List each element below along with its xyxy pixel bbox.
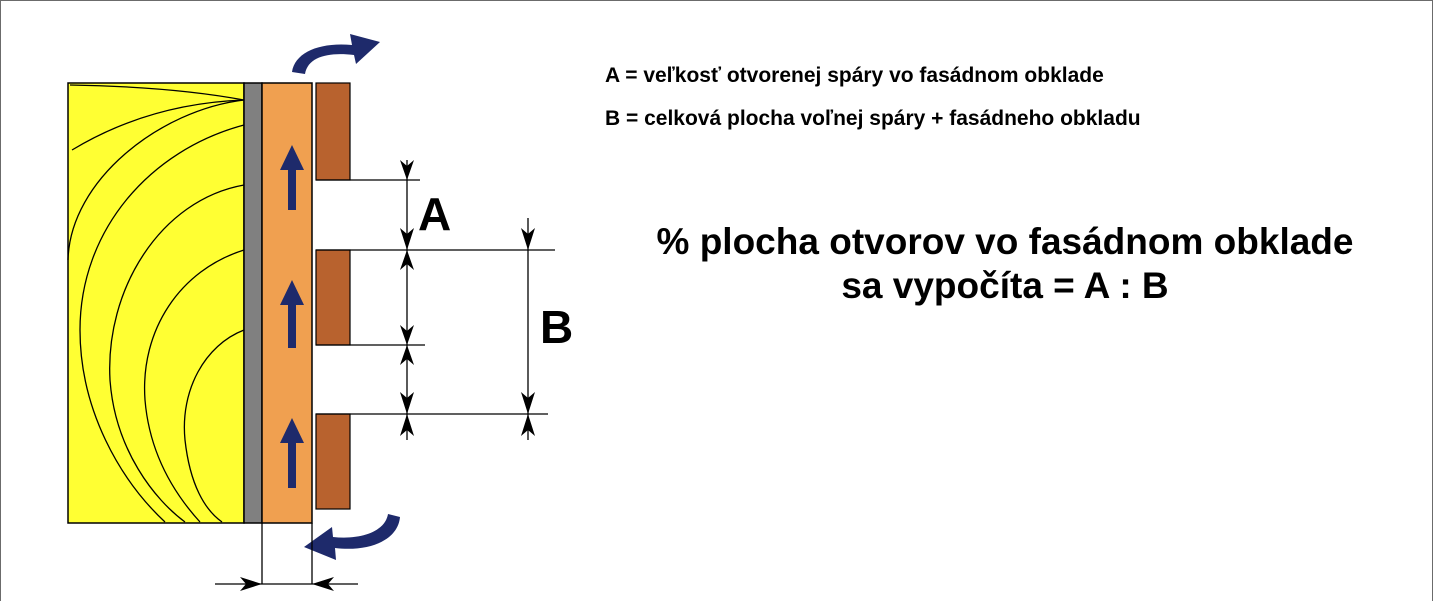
arrow-up-icon <box>280 418 304 488</box>
label-a: A <box>418 188 451 240</box>
formula-line-2: sa vypočíta = A : B <box>841 265 1169 306</box>
insulation-layer <box>67 82 245 524</box>
cladding-panel <box>315 82 351 181</box>
membrane-layer <box>243 82 263 524</box>
dimension-lines <box>215 160 555 585</box>
curved-arrow-out-icon <box>292 34 380 74</box>
label-b: B <box>540 301 573 353</box>
legend-b-definition: B = celková plocha voľnej spáry + fasádn… <box>605 107 1141 130</box>
gap-width-arrowheads <box>240 577 334 591</box>
dimension-arrowheads-b <box>521 228 535 436</box>
insulation-curves <box>67 84 245 523</box>
dimension-arrowheads-a <box>400 160 414 436</box>
arrow-up-icon <box>280 145 304 210</box>
airflow-arrows <box>280 145 304 488</box>
cladding-panel <box>315 249 351 346</box>
legend-a-definition: A = veľkosť otvorenej spáry vo fasádnom … <box>605 64 1104 87</box>
cladding-panel <box>315 413 351 510</box>
arrow-up-icon <box>280 280 304 348</box>
curved-arrow-in-icon <box>304 514 400 560</box>
formula-block: % plocha otvorov vo fasádnom obklade sa … <box>590 220 1420 308</box>
formula-line-1: % plocha otvorov vo fasádnom obklade <box>656 221 1354 262</box>
